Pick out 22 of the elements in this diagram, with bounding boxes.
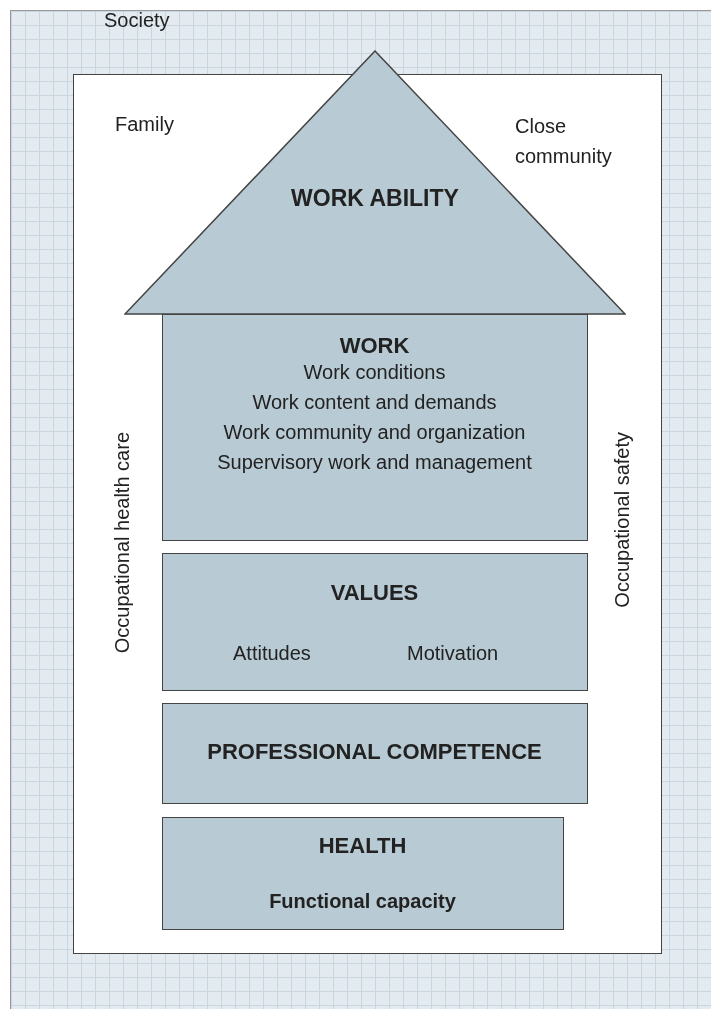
block-heading: WORK ABILITY xyxy=(290,185,460,212)
values-block xyxy=(162,553,588,691)
block-subheading: Functional capacity xyxy=(268,890,457,913)
side-label: Occupational health care xyxy=(111,432,134,654)
list-item: Attitudes xyxy=(233,642,311,665)
block-heading: PROFESSIONAL COMPETENCE xyxy=(206,739,543,765)
list-item: Work community and organization xyxy=(222,421,527,444)
block-heading: HEALTH xyxy=(317,833,408,859)
list-item: Work content and demands xyxy=(251,391,498,414)
area-label: Family xyxy=(115,113,174,136)
side-label: Occupational safety xyxy=(611,432,634,608)
list-item: Motivation xyxy=(407,642,499,665)
list-item: Supervisory work and management xyxy=(216,451,533,474)
area-label: Close community xyxy=(515,114,613,169)
health-block xyxy=(162,817,564,930)
block-heading: VALUES xyxy=(329,580,420,606)
work-block xyxy=(162,314,588,541)
list-item: Work conditions xyxy=(302,361,447,384)
block-heading: WORK xyxy=(338,333,411,359)
grid-background xyxy=(10,10,711,1009)
area-label: Society xyxy=(104,9,170,32)
competence-block xyxy=(162,703,588,804)
